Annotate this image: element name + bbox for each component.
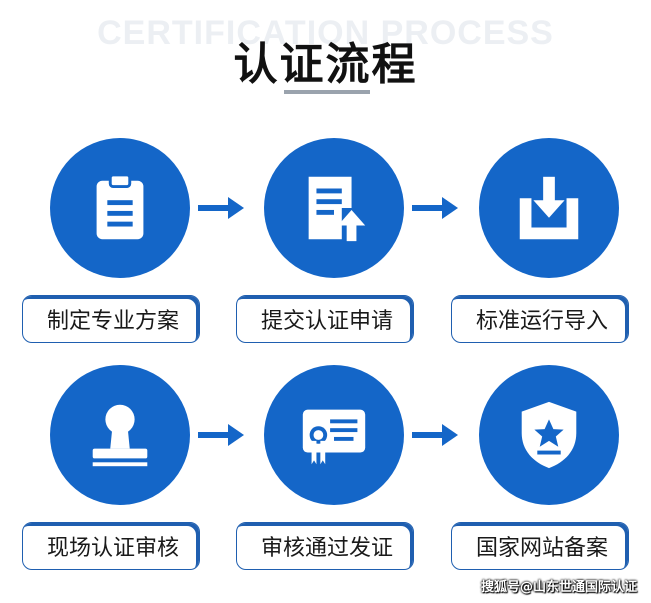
step-4-circle [50,365,190,505]
title-underline [284,90,370,94]
arrow-right-icon [198,197,244,219]
step-2-label: 提交认证申请 [236,295,414,343]
step-1-circle [50,138,190,278]
page-title: 认证流程 [233,39,418,90]
step-6-circle [479,365,619,505]
step-2-circle [264,138,404,278]
stamp-icon [92,404,148,467]
step-3-label: 标准运行导入 [451,295,629,343]
watermark-text: 搜狐号@山东世通国际认证 [480,580,637,595]
arrow-right-icon [412,424,458,446]
background-title: CERTIFICATION PROCESS [97,14,554,52]
document-upload-icon [308,176,366,242]
step-4-label: 现场认证审核 [22,522,200,570]
arrow-right-icon [412,197,458,219]
shield-star-icon [521,401,577,469]
step-5-circle [264,365,404,505]
arrow-right-icon [198,424,244,446]
certificate-icon [302,409,366,465]
clipboard-icon [96,173,144,240]
download-tray-icon [519,176,579,240]
step-6-label: 国家网站备案 [451,522,629,570]
step-5-label: 审核通过发证 [236,522,414,570]
step-1-label: 制定专业方案 [22,295,200,343]
step-3-circle [479,138,619,278]
